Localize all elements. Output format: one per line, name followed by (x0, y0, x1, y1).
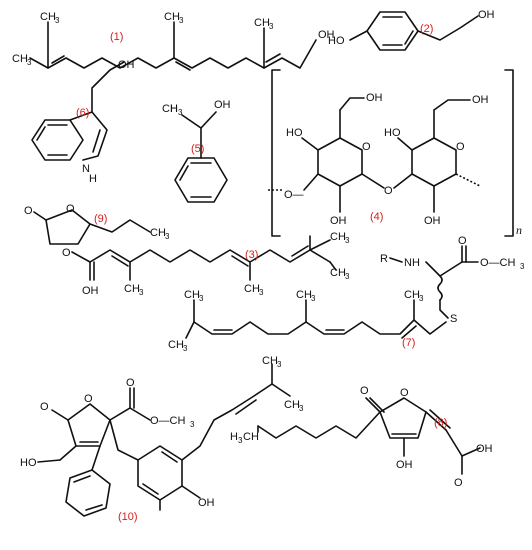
svg-text:OH: OH (472, 94, 489, 106)
svg-text:3: 3 (199, 294, 204, 303)
svg-text:H: H (89, 173, 97, 185)
svg-text:OH: OH (330, 215, 347, 227)
svg-text:3: 3 (269, 22, 274, 31)
svg-text:3: 3 (345, 272, 350, 281)
compound-label-5: (5) (191, 143, 204, 155)
svg-text:O: O (456, 141, 465, 153)
svg-text:S: S (450, 313, 457, 325)
svg-text:HO: HO (328, 35, 345, 47)
svg-text:O: O (360, 385, 369, 397)
svg-text:CH: CH (330, 231, 346, 243)
svg-text:OH: OH (478, 9, 495, 21)
svg-text:CH: CH (284, 399, 300, 411)
svg-text:CH: CH (162, 103, 178, 115)
svg-text:3: 3 (311, 294, 316, 303)
svg-text:OH: OH (214, 99, 231, 111)
svg-text:O: O (384, 185, 393, 197)
svg-text:OH: OH (476, 443, 493, 455)
compound-label-3: (3) (245, 249, 258, 261)
repeat-subscript: n (516, 223, 522, 237)
svg-text:CH: CH (254, 17, 270, 29)
svg-text:3: 3 (183, 344, 188, 353)
svg-text:OH: OH (118, 59, 135, 71)
svg-text:CH: CH (243, 431, 259, 443)
svg-text:CH: CH (404, 289, 420, 301)
svg-text:O: O (24, 205, 33, 217)
svg-text:3: 3 (165, 232, 170, 241)
compound-label-8: (8) (434, 417, 447, 429)
svg-text:O: O (454, 477, 463, 489)
svg-text:N: N (82, 163, 90, 175)
compound-5: H 3 CH OH (5) (162, 99, 231, 203)
svg-text:H: H (170, 103, 178, 115)
svg-text:HO: HO (384, 127, 401, 139)
compound-2: HO OH (2) (328, 9, 495, 51)
compound-1: CH 3 CH 3 CH 3 CH 3 OH (1) (12, 11, 335, 71)
compound-4: n O OH HO O— OH O O OH HO OH (4) (268, 69, 522, 237)
compound-label-7: (7) (402, 337, 415, 349)
svg-text:O: O (62, 247, 71, 259)
svg-text:NH: NH (404, 257, 420, 269)
svg-text:3: 3 (178, 108, 183, 117)
compound-3: O OH CH 3 CH 3 CH 3 CH 3 (3) (62, 231, 350, 297)
svg-text:O—CH: O—CH (480, 257, 516, 269)
svg-text:O: O (40, 401, 49, 413)
compound-label-1: (1) (110, 31, 123, 43)
svg-text:O—CH: O—CH (150, 415, 186, 427)
svg-text:3: 3 (179, 16, 184, 25)
svg-text:O: O (84, 393, 93, 405)
svg-text:3: 3 (190, 420, 195, 429)
compound-8: O O OH OH O H 3 CH (8) (230, 385, 493, 489)
svg-text:O: O (126, 377, 135, 389)
svg-text:3: 3 (345, 236, 350, 245)
compound-label-4: (4) (370, 211, 383, 223)
svg-text:O—: O— (284, 189, 304, 201)
svg-text:CH: CH (296, 289, 312, 301)
svg-text:OH: OH (366, 92, 383, 104)
svg-text:OH: OH (396, 459, 413, 471)
svg-text:R: R (380, 253, 388, 265)
svg-text:3: 3 (299, 404, 304, 413)
svg-text:CH: CH (150, 227, 166, 239)
svg-text:OH: OH (424, 215, 441, 227)
svg-text:3: 3 (259, 288, 264, 297)
svg-text:3: 3 (27, 58, 32, 67)
compound-7: R NH O O—CH 3 S CH 3 CH 3 CH 3 CH 3 (7) (168, 235, 525, 353)
svg-text:OH: OH (198, 497, 215, 509)
compound-6: OH N H (6) (31, 59, 135, 185)
svg-text:CH: CH (330, 267, 346, 279)
compound-label-6: (6) (76, 107, 89, 119)
svg-text:CH: CH (184, 289, 200, 301)
svg-text:CH: CH (262, 355, 278, 367)
svg-text:3: 3 (139, 288, 144, 297)
svg-text:O: O (66, 203, 75, 215)
compound-label-2: (2) (420, 23, 433, 35)
compound-label-10: (10) (118, 511, 138, 523)
hydroxyl-label: OH (318, 29, 335, 41)
svg-text:HO: HO (286, 127, 303, 139)
compound-9: O O CH 3 (9) (24, 203, 170, 245)
svg-text:CH: CH (164, 11, 180, 23)
svg-text:CH: CH (12, 53, 28, 65)
svg-text:O: O (458, 235, 467, 247)
svg-text:3: 3 (238, 436, 243, 445)
svg-text:3: 3 (520, 262, 525, 271)
compound-label-9: (9) (94, 213, 107, 225)
svg-text:CH: CH (244, 283, 260, 295)
svg-text:O: O (400, 387, 409, 399)
svg-text:3: 3 (419, 294, 424, 303)
svg-text:H: H (230, 431, 238, 443)
svg-text:O: O (362, 141, 371, 153)
svg-text:CH: CH (124, 283, 140, 295)
svg-text:OH: OH (82, 285, 99, 297)
compound-10: O O HO O O—CH 3 OH CH 3 CH 3 (10) (20, 355, 304, 523)
svg-text:HO: HO (20, 457, 37, 469)
svg-text:3: 3 (277, 360, 282, 369)
methyl-label: CH (40, 11, 56, 23)
svg-text:CH: CH (168, 339, 184, 351)
svg-text:3: 3 (55, 16, 60, 25)
